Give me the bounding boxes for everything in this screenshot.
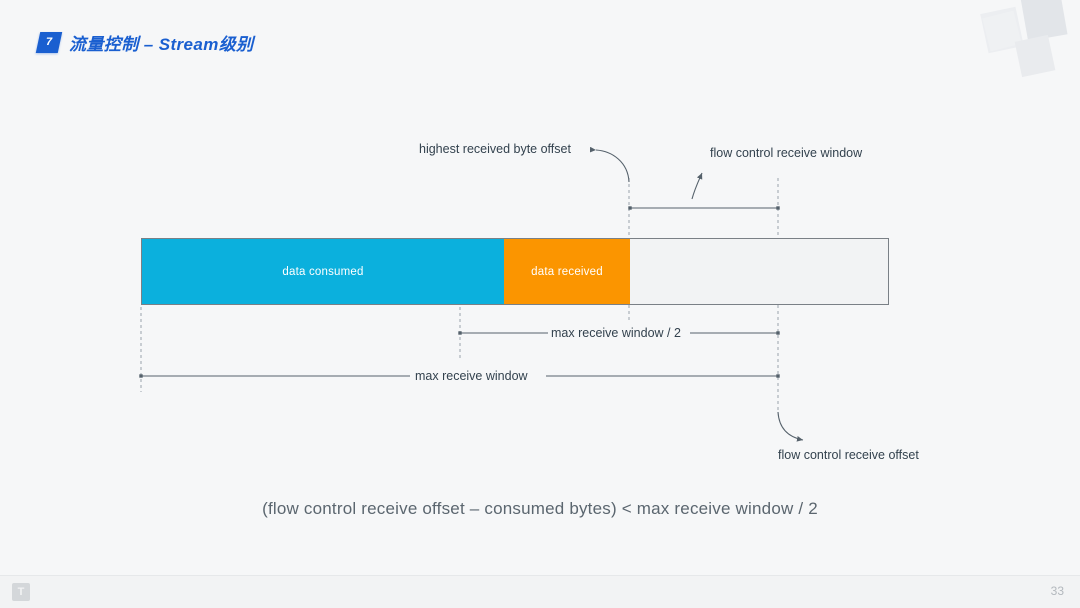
brand-logo-glyph: T: [17, 585, 25, 598]
flow-control-bar: data consumed data received: [141, 238, 889, 305]
bar-segment-data-received: data received: [504, 239, 630, 304]
page-number: 33: [1050, 584, 1064, 598]
formula-text: (flow control receive offset – consumed …: [262, 499, 818, 518]
label-flow-control-receive-offset: flow control receive offset: [778, 448, 919, 462]
bar-segment-label-data-received: data received: [531, 265, 603, 278]
label-max-receive-window-half: max receive window / 2: [551, 326, 681, 340]
bar-segment-data-consumed: data consumed: [142, 239, 504, 304]
label-max-receive-window: max receive window: [415, 369, 528, 383]
brand-logo-icon: T: [12, 583, 30, 601]
slide-footer: T 33: [0, 575, 1080, 608]
bar-segment-unused: [630, 239, 888, 304]
page-title: 流量控制 – Stream级别: [69, 35, 254, 54]
label-flow-control-receive-window: flow control receive window: [710, 146, 863, 160]
label-highest-received-byte-offset: highest received byte offset: [419, 142, 571, 156]
slide-header: 7 流量控制 – Stream级别: [35, 30, 254, 55]
bar-segment-label-data-consumed: data consumed: [282, 265, 364, 278]
